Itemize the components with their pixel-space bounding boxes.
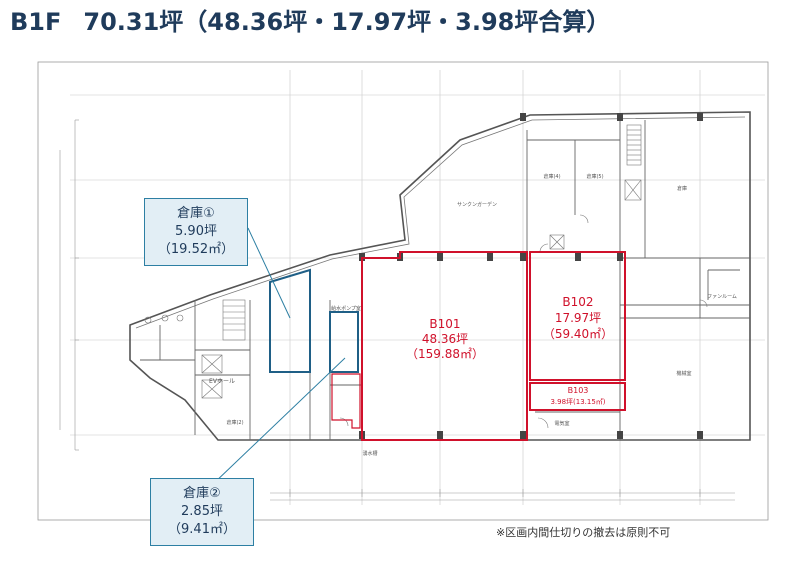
storage-1-area-m2: （19.52㎡） xyxy=(157,242,235,257)
unit-b102-area: 17.97坪 xyxy=(555,311,601,325)
unit-b103-outline xyxy=(529,382,626,411)
unit-b101-area: 48.36坪 xyxy=(422,332,468,346)
storage-1-name: 倉庫① xyxy=(177,206,215,221)
partition-note: ※区画内間仕切りの撤去は原則不可 xyxy=(496,526,671,539)
unit-b103-id: B103 xyxy=(568,386,589,395)
storage-top2-label: 倉庫(5) xyxy=(586,173,603,180)
unit-b102-outline xyxy=(529,251,626,381)
storage-2-name: 倉庫② xyxy=(183,486,221,501)
unit-b102-area-m2: （59.40㎡） xyxy=(543,327,613,341)
pump-room-label: 給水ポンプ室 xyxy=(331,305,361,312)
unit-b101-outline xyxy=(361,251,528,441)
room-labels: EVホール サンクンガーデン ファンルーム 倉庫 機械室 電気室 給水ポンプ室 … xyxy=(209,173,737,457)
electric-room-label: 電気室 xyxy=(554,420,569,427)
unit-b103-area: 3.98坪(13.15㎡) xyxy=(550,398,605,406)
unit-b101-area-m2: （159.88㎡） xyxy=(406,347,484,361)
storage-2-callout: 倉庫② 2.85坪 （9.41㎡） xyxy=(150,478,254,546)
storage-1-area: 5.90坪 xyxy=(175,224,217,239)
storage-right-label: 倉庫 xyxy=(677,185,687,192)
ev-hall-label: EVホール xyxy=(209,378,235,385)
unit-b102-id: B102 xyxy=(562,295,593,309)
sunken-garden-label: サンクンガーデン xyxy=(457,201,497,208)
building-outline xyxy=(129,111,751,441)
fan-room-label: ファンルーム xyxy=(707,294,737,300)
area-summary: 70.31坪（48.36坪・17.97坪・3.98坪合算） xyxy=(83,8,611,36)
pit-label: 湧水槽 xyxy=(362,450,377,457)
storage-1-callout: 倉庫① 5.90坪 （19.52㎡） xyxy=(144,198,248,266)
callout-leaders xyxy=(211,227,346,486)
dimension-lines xyxy=(59,119,735,501)
floor-label: B1F xyxy=(10,8,62,36)
storage-2-outline xyxy=(329,311,359,373)
storage-2-area-m2: （9.41㎡） xyxy=(168,522,236,537)
interior-walls xyxy=(140,120,750,440)
unit-b101-id: B101 xyxy=(429,317,460,331)
storage-left-label: 倉庫(2) xyxy=(226,419,243,426)
storage-outlines xyxy=(269,268,359,373)
drawing-frame xyxy=(37,61,769,521)
storage-1-outline xyxy=(269,268,311,373)
storage-2-area: 2.85坪 xyxy=(181,504,223,519)
page-title: B1F 70.31坪（48.36坪・17.97坪・3.98坪合算） xyxy=(10,4,610,40)
machine-room-label: 機械室 xyxy=(676,370,691,377)
storage-top1-label: 倉庫(4) xyxy=(543,173,560,180)
